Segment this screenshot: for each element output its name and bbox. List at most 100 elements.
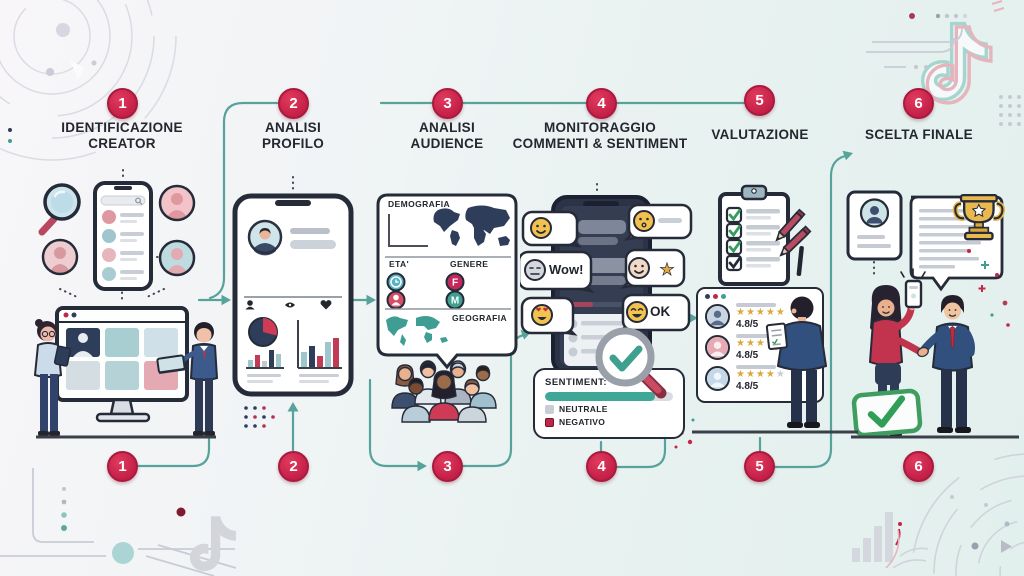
step-3-badge-top: 3 <box>432 88 463 119</box>
eta-label: ETA' <box>389 259 409 269</box>
sentiment-title: SENTIMENT: <box>545 377 607 388</box>
geo-map-icon <box>386 316 448 346</box>
smiley-emoji-icon <box>530 217 552 239</box>
search-magnifier-icon <box>38 183 81 236</box>
trophy-icon <box>952 193 1006 241</box>
step-3-title: ANALISI AUDIENCE <box>347 120 547 152</box>
checklist-rows <box>725 206 780 272</box>
pencil-icon <box>775 208 806 242</box>
geografia-label: GEOGRAFIA <box>452 313 508 323</box>
step-4-title: MONITORAGGIO COMMENTI & SENTIMENT <box>488 120 712 152</box>
wow-comment-text: Wow! <box>549 262 584 277</box>
creator-avatar-icon <box>705 366 730 391</box>
pencil-icon <box>779 225 812 257</box>
profile-avatar-icon <box>859 198 890 228</box>
analyst-man <box>156 322 219 436</box>
bar-chart-small <box>246 350 284 383</box>
arrowheads <box>221 150 853 472</box>
step-3-title-line2: AUDIENCE <box>410 136 484 151</box>
demografia-label: DEMOGRAFIA <box>388 199 451 209</box>
thinking-emoji-icon <box>633 210 655 232</box>
winner-profile-card <box>846 190 903 261</box>
creator-list-phone <box>93 181 153 291</box>
heart-eyes-emoji-icon <box>531 304 553 326</box>
rating-score: 4.8/5 <box>736 350 759 362</box>
gender-male-icon: M <box>445 290 465 310</box>
step-1-title-line1: IDENTIFICAZIONE <box>61 120 183 135</box>
reviewer-man <box>765 296 828 428</box>
creator-avatar-icon <box>160 241 194 275</box>
svg-text:M: M <box>451 296 459 307</box>
sentiment-bar <box>545 392 673 401</box>
step-1-badge-bottom: 1 <box>107 451 138 482</box>
step-6-title: SCELTA FINALE <box>817 127 1021 143</box>
profile-avatar-icon <box>247 219 283 256</box>
analyst-woman <box>33 319 72 436</box>
step-2-title: ANALISI PROFILO <box>193 120 393 152</box>
profile-phone <box>232 193 354 397</box>
step-4-title-line1: MONITORAGGIO <box>543 120 657 135</box>
sentiment-bar-fill <box>545 392 656 401</box>
svg-text:F: F <box>452 278 458 289</box>
negative-label: NEGATIVO <box>559 417 606 427</box>
mini-bar-chart-decoration <box>852 512 893 562</box>
approved-check-box <box>851 388 923 438</box>
neutral-swatch-icon <box>545 404 554 414</box>
creator-avatar-icon <box>705 335 730 360</box>
sparkles-decoration <box>967 249 1010 327</box>
name-placeholder <box>736 333 776 339</box>
window-dot-icon <box>721 294 726 299</box>
step-5-title-line1: VALUTAZIONE <box>711 127 809 142</box>
negative-swatch-icon <box>545 417 554 427</box>
corner-lines-top-right <box>866 27 963 68</box>
step-5-illustration <box>692 184 858 434</box>
profile-stat-icons <box>245 300 332 310</box>
phone-in-hand-icon <box>900 268 926 309</box>
step-2-badge-bottom: 2 <box>278 451 309 482</box>
step-5-badge-bottom: 5 <box>744 451 775 482</box>
name-placeholder <box>736 364 776 370</box>
name-placeholder <box>736 302 776 308</box>
tiktok-note-gray-icon <box>190 516 236 572</box>
handshake-icon <box>917 346 929 358</box>
step-3-badge-bottom: 3 <box>432 451 463 482</box>
step-4-badge-top: 4 <box>586 88 617 119</box>
ok-comment-text: OK <box>650 304 671 319</box>
step-6-badge-top: 6 <box>903 88 934 119</box>
star-icon: ★ <box>659 260 674 279</box>
rating-score: 4.8/5 <box>736 381 759 393</box>
laptop-icon <box>156 354 186 374</box>
client-man <box>917 295 975 433</box>
sentiment-check-magnifier <box>595 327 667 399</box>
rating-row: ★★★★★ 4.8/5 <box>705 301 815 332</box>
step-2-badge-top: 2 <box>278 88 309 119</box>
step-4-badge-bottom: 4 <box>586 451 617 482</box>
star-rating: ★★★★★ <box>736 369 786 381</box>
step-6-badge-bottom: 6 <box>903 451 934 482</box>
review-paper-icon <box>765 322 788 350</box>
step-6-title-line1: SCELTA FINALE <box>865 127 973 142</box>
evaluation-clipboard <box>718 184 812 286</box>
age-person-icon <box>386 290 406 310</box>
sentiment-panel: SENTIMENT: NEUTRALE NEGATIVO <box>533 368 685 439</box>
neutral-emoji-icon <box>524 259 546 281</box>
world-map-icon <box>433 205 510 246</box>
circuit-arcs-bottom-right <box>892 453 1024 576</box>
comment-bubbles: ★ <box>520 203 693 336</box>
gender-female-icon: F <box>445 272 465 292</box>
step-5-badge-top: 5 <box>744 85 775 116</box>
tiktok-logo-icon <box>920 21 993 105</box>
genere-label: GENERE <box>450 259 489 269</box>
step-5-title: VALUTAZIONE <box>658 127 862 143</box>
laughing-emoji-icon <box>626 301 648 323</box>
neutral-label: NEUTRALE <box>559 404 608 414</box>
sentiment-legend-neutral: NEUTRALE <box>545 404 673 414</box>
sentiment-legend-negative: NEGATIVO <box>545 417 673 427</box>
step-2-title-line1: ANALISI <box>264 120 322 135</box>
star-rating: ★★★★★ <box>736 307 786 319</box>
pie-chart-icon <box>248 317 278 347</box>
age-clock-icon <box>386 272 406 292</box>
step-1-title-line2: CREATOR <box>88 136 156 151</box>
